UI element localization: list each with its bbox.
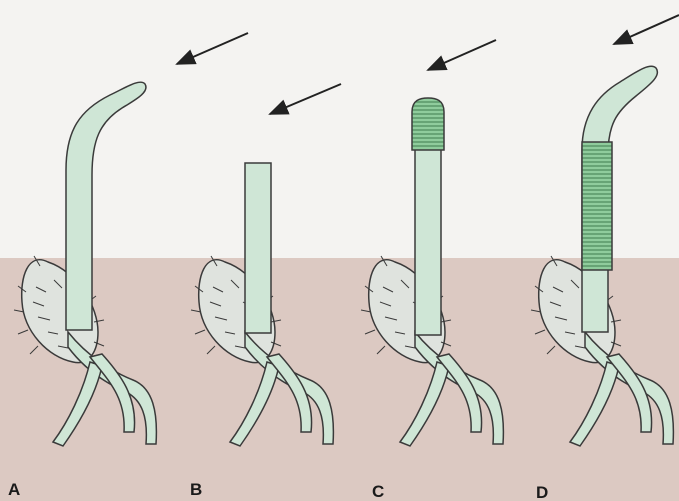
coleoptile [415, 140, 441, 335]
panel-label: B [190, 480, 202, 499]
tip-cap [412, 98, 444, 150]
panel-label: D [536, 483, 548, 501]
panel-label: C [372, 482, 384, 501]
panel-label: A [8, 480, 20, 499]
decapitated-coleoptile [245, 163, 271, 333]
opaque-collar [582, 142, 612, 270]
